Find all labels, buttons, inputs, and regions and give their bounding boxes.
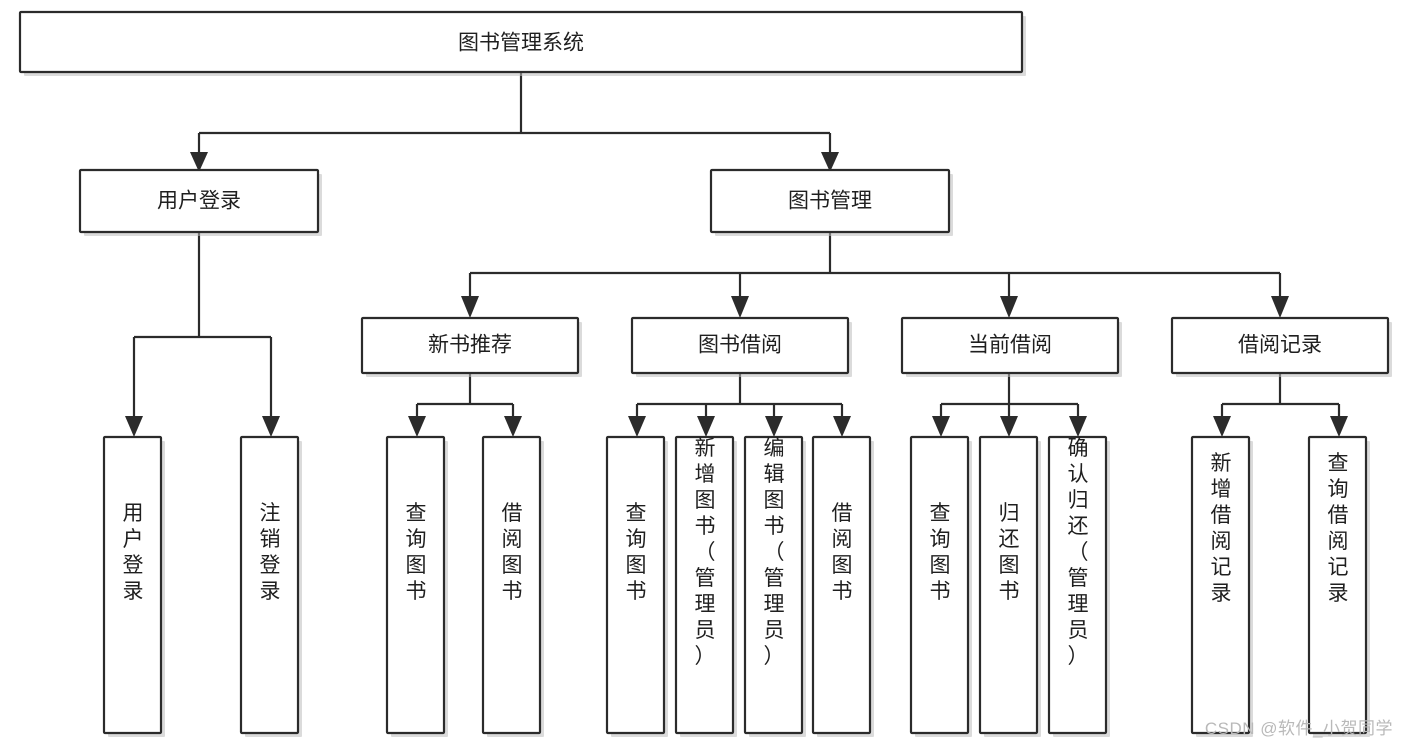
leaf-box[interactable] [1047, 435, 1108, 735]
leaf-label: 注销登录 [260, 502, 281, 603]
arrow-bookborrow-to-leaf1 [628, 416, 646, 437]
leaf-current-borrow-2[interactable]: 确认归还（管理员） [1047, 435, 1110, 737]
leaf-box[interactable] [1190, 435, 1251, 735]
arrow-root-to-book-manage [821, 152, 839, 172]
arrow-bookborrow-to-leaf2 [697, 416, 715, 437]
leaf-label: 查询图书 [930, 502, 951, 603]
leaf-new-book-rec-0[interactable]: 查询图书 [385, 435, 448, 737]
leaf-label: 归还图书 [999, 502, 1020, 603]
user-login-label: 用户登录 [157, 190, 241, 213]
leaf-label: 查询图书 [406, 502, 427, 603]
current-borrow-label: 当前借阅 [968, 334, 1052, 357]
arrow-borrowrecord-to-leaf1 [1213, 416, 1231, 437]
arrow-bookborrow-to-leaf3 [765, 416, 783, 437]
borrow-record-box[interactable] [1170, 316, 1390, 375]
book-borrow-box[interactable] [630, 316, 850, 375]
leaf-label: 查询图书 [626, 502, 647, 603]
book-manage-box[interactable] [709, 168, 951, 234]
leaf-new-book-rec-1[interactable]: 借阅图书 [481, 435, 544, 737]
leaf-current-borrow-1[interactable]: 归还图书 [978, 435, 1041, 737]
leaf-label: 用户登录 [123, 502, 144, 603]
book-manage-label: 图书管理 [788, 190, 872, 213]
leaf-label: 借阅图书 [832, 502, 853, 603]
leaf-layer: 用户登录 注销登录 查询图书 借阅图书 查询图书 [102, 435, 1370, 737]
leaf-book-borrow-3[interactable]: 借阅图书 [811, 435, 874, 737]
leaf-user-login-1[interactable]: 注销登录 [239, 435, 302, 737]
node-root[interactable]: 图书管理系统 [18, 10, 1026, 76]
node-new-book-rec[interactable]: 新书推荐 [360, 316, 582, 377]
arrow-userlogin-to-leaf1 [125, 416, 143, 437]
leaf-box[interactable] [605, 435, 666, 735]
leaf-box[interactable] [978, 435, 1039, 735]
root-box[interactable] [18, 10, 1024, 74]
arrow-bookmanage-to-newbook [461, 296, 479, 318]
arrow-currentborrow-to-leaf3 [1069, 416, 1087, 437]
leaf-box[interactable] [385, 435, 446, 735]
leaf-borrow-record-1[interactable]: 查询借阅记录 [1307, 435, 1370, 737]
leaf-borrow-record-0[interactable]: 新增借阅记录 [1190, 435, 1253, 737]
node-book-borrow[interactable]: 图书借阅 [630, 316, 852, 377]
node-book-manage[interactable]: 图书管理 [709, 168, 953, 236]
arrow-bookmanage-to-bookborrow [731, 296, 749, 318]
arrow-currentborrow-to-leaf2 [1000, 416, 1018, 437]
new-book-rec-box[interactable] [360, 316, 580, 375]
node-borrow-record[interactable]: 借阅记录 [1170, 316, 1392, 377]
arrow-root-to-user-login [190, 152, 208, 172]
leaf-box[interactable] [674, 435, 735, 735]
leaf-label: 借阅图书 [502, 502, 523, 603]
node-user-login[interactable]: 用户登录 [78, 168, 322, 236]
book-borrow-label: 图书借阅 [698, 334, 782, 357]
leaf-label: 确认归还（管理员） [1068, 437, 1089, 668]
leaf-label: 新增借阅记录 [1211, 452, 1232, 605]
csdn-watermark: CSDN @软件_小贺同学 [1204, 719, 1393, 738]
user-login-box[interactable] [78, 168, 320, 234]
leaf-box[interactable] [743, 435, 804, 735]
leaf-label: 新增图书（管理员） [695, 437, 716, 668]
leaf-label: 查询借阅记录 [1328, 452, 1349, 605]
leaf-box[interactable] [481, 435, 542, 735]
leaf-box[interactable] [909, 435, 970, 735]
arrow-bookmanage-to-borrowrecord [1271, 296, 1289, 318]
leaf-box[interactable] [239, 435, 300, 735]
borrow-record-label: 借阅记录 [1238, 334, 1322, 357]
leaf-box[interactable] [811, 435, 872, 735]
arrow-userlogin-to-leaf2 [262, 416, 280, 437]
leaf-book-borrow-0[interactable]: 查询图书 [605, 435, 668, 737]
arrow-bookmanage-to-currentborrow [1000, 296, 1018, 318]
arrow-bookborrow-to-leaf4 [833, 416, 851, 437]
leaf-user-login-0[interactable]: 用户登录 [102, 435, 165, 737]
root-label: 图书管理系统 [458, 32, 584, 55]
arrow-borrowrecord-to-leaf2 [1330, 416, 1348, 437]
leaf-box[interactable] [102, 435, 163, 735]
leaf-current-borrow-0[interactable]: 查询图书 [909, 435, 972, 737]
node-current-borrow[interactable]: 当前借阅 [900, 316, 1122, 377]
arrow-currentborrow-to-leaf1 [932, 416, 950, 437]
leaf-box[interactable] [1307, 435, 1368, 735]
connector-layer [125, 72, 1348, 437]
new-book-rec-label: 新书推荐 [428, 334, 512, 357]
arrow-newbook-to-leaf2 [504, 416, 522, 437]
current-borrow-box[interactable] [900, 316, 1120, 375]
leaf-book-borrow-2[interactable]: 编辑图书（管理员） [743, 435, 806, 737]
leaf-label: 编辑图书（管理员） [764, 437, 785, 668]
leaf-book-borrow-1[interactable]: 新增图书（管理员） [674, 435, 737, 737]
arrow-newbook-to-leaf1 [408, 416, 426, 437]
